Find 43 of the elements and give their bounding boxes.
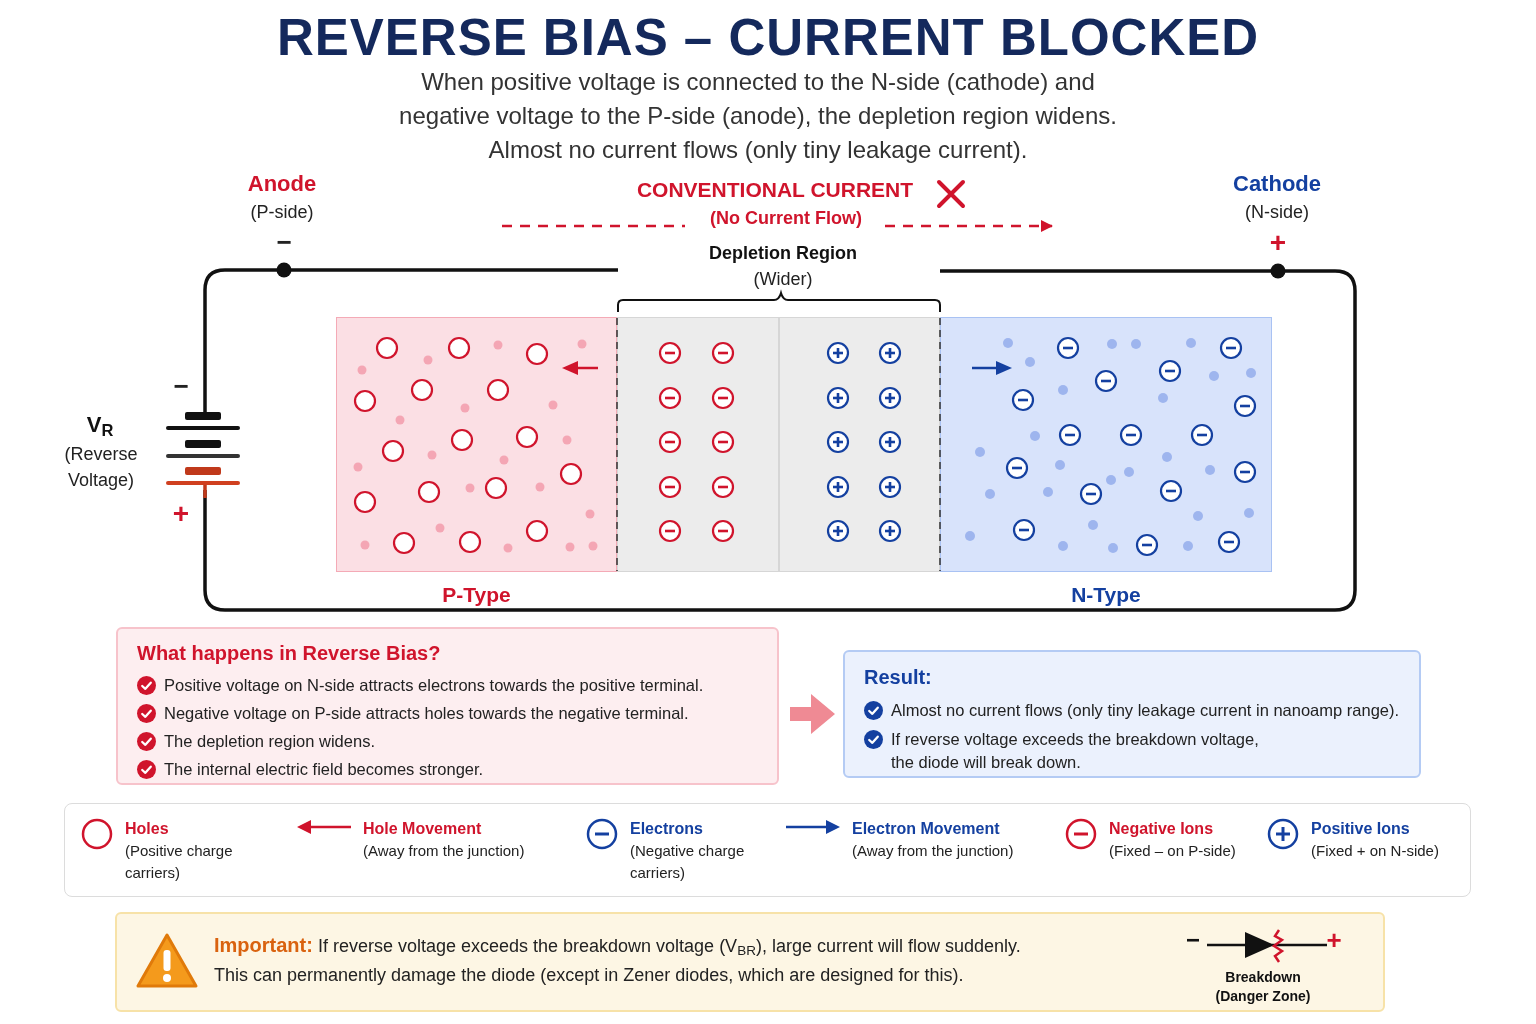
minus-sign: − — [275, 225, 293, 259]
anode-label: Anode — [246, 169, 318, 198]
panel-heading: What happens in Reverse Bias? — [137, 641, 442, 666]
bullet-text: The depletion region widens. — [164, 731, 375, 752]
depletion-sublabel: (Wider) — [752, 267, 814, 291]
info-panel — [116, 627, 779, 785]
minus-sign: − — [172, 369, 190, 403]
legend-text: Electron Movement (Away from the junction) — [852, 819, 1015, 861]
legend-text: Hole Movement (Away from the junction) — [363, 819, 526, 861]
region-label: N-Type — [1071, 582, 1141, 608]
bullet-text: The internal electric field becomes stronger. — [164, 759, 484, 780]
voltage-symbol: V$_{R}$ — [85, 410, 115, 441]
plus-sign: + — [1325, 923, 1343, 957]
depletion-label: Depletion Region — [708, 241, 858, 265]
region-label: P-Type — [442, 582, 511, 608]
warning-text: This can permanently damage the diode (except in Zener diodes, which are designed for this). — [214, 964, 965, 987]
anode-sublabel: (P-side) — [249, 200, 315, 224]
cathode-label: Cathode — [1232, 169, 1322, 198]
legend-text: Negative Ions (Fixed – on P-side) — [1109, 819, 1237, 861]
minus-sign: − — [1185, 925, 1201, 955]
bullet-text: Positive voltage on N-side attracts electrons towards the positive terminal. — [164, 675, 704, 696]
legend-text: Holes (Positive charge carriers) — [125, 819, 234, 883]
plus-sign: + — [171, 497, 191, 531]
bullet-text: Negative voltage on P-side attracts holes towards the negative terminal. — [164, 703, 689, 724]
current-label: CONVENTIONAL CURRENT — [635, 177, 915, 204]
breakdown-label: Breakdown (Danger Zone) — [1214, 968, 1312, 1006]
current-sublabel: (No Current Flow) — [709, 206, 863, 230]
legend-text: Positive Ions (Fixed + on N-side) — [1311, 819, 1440, 861]
warning-text: Important: If reverse voltage exceeds the breakdown voltage (V$_{BR}$), large current will flow suddenly. — [214, 934, 1021, 958]
result-panel — [843, 650, 1421, 778]
warning-panel — [115, 912, 1385, 1012]
plus-sign: + — [1268, 226, 1288, 260]
cathode-sublabel: (N-side) — [1244, 200, 1310, 224]
bullet-text: Almost no current flows (only tiny leakage current in nanoamp range). — [891, 700, 1400, 721]
title: REVERSE BIAS – CURRENT BLOCKED — [276, 8, 1260, 68]
depletion-region-box — [779, 317, 940, 572]
legend-text: Electrons (Negative charge carriers) — [630, 819, 746, 883]
voltage-label: (Reverse Voltage) — [63, 443, 139, 492]
bullet-text: If reverse voltage exceeds the breakdown voltage, the diode will break down. — [891, 729, 1260, 773]
panel-heading: Result: — [864, 665, 933, 690]
block-arrow — [790, 694, 835, 734]
depletion-region-box — [617, 317, 779, 572]
subtitle: When positive voltage is connected to the N-side (cathode) and negative voltage to the P-side (anode), the depletion region widens. Almost no current flows (only tiny leakage current). — [398, 67, 1118, 165]
